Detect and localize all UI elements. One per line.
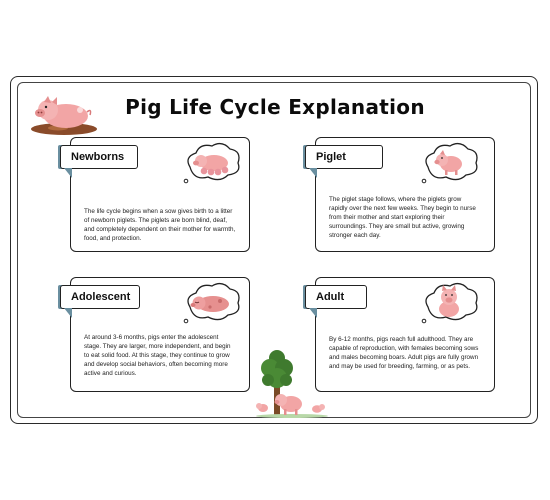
card-description: The life cycle begins when a sow gives b… <box>84 208 236 242</box>
stage-card-adolescent: Adolescent At around 3-6 months, pigs en… <box>58 277 250 392</box>
card-heading: Newborns <box>60 145 138 178</box>
card-description: The piglet stage follows, where the pigl… <box>329 196 476 239</box>
pig-family-icon <box>256 394 328 418</box>
mud-pig-icon <box>31 96 97 135</box>
card-heading: Adolescent <box>60 285 140 318</box>
stage-card-newborns: Newborns The life cycle begins when a so… <box>58 137 250 252</box>
adult-pig-icon <box>421 282 478 324</box>
sleeping-pig-icon <box>183 282 240 324</box>
card-description: By 6-12 months, pigs reach full adulthoo… <box>329 336 479 370</box>
page-title: Pig Life Cycle Explanation <box>125 95 425 119</box>
card-heading: Adult <box>305 285 367 318</box>
stage-card-piglet: Piglet The piglet stage follows, where t… <box>303 137 495 252</box>
stage-card-adult: Adult By 6-12 months, pigs reach full ad… <box>303 277 495 392</box>
card-description: At around 3-6 months, pigs enter the ado… <box>84 334 231 377</box>
card-heading: Piglet <box>305 145 383 178</box>
piglet-icon <box>421 142 478 184</box>
sow-with-piglets-icon <box>183 142 240 184</box>
